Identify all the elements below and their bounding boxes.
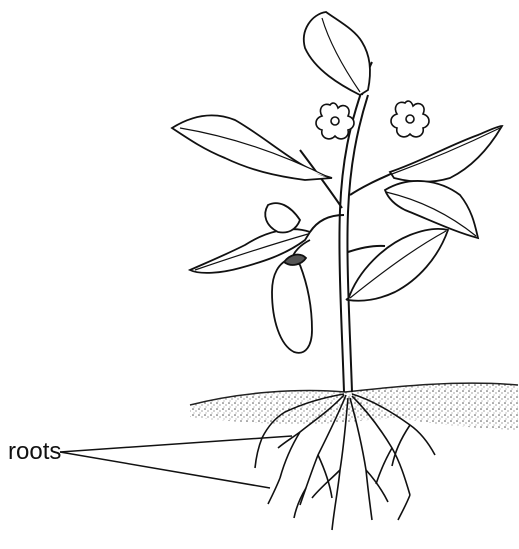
flower-left (316, 103, 354, 139)
eggplant-fruit (272, 240, 312, 353)
leaf-lower-left-top (265, 203, 300, 232)
leaves (172, 12, 502, 301)
soil (190, 383, 518, 430)
roots-label: roots (8, 440, 61, 464)
roots-pointer-lines (60, 436, 292, 488)
flowers (316, 101, 429, 139)
flower-right (391, 101, 429, 137)
